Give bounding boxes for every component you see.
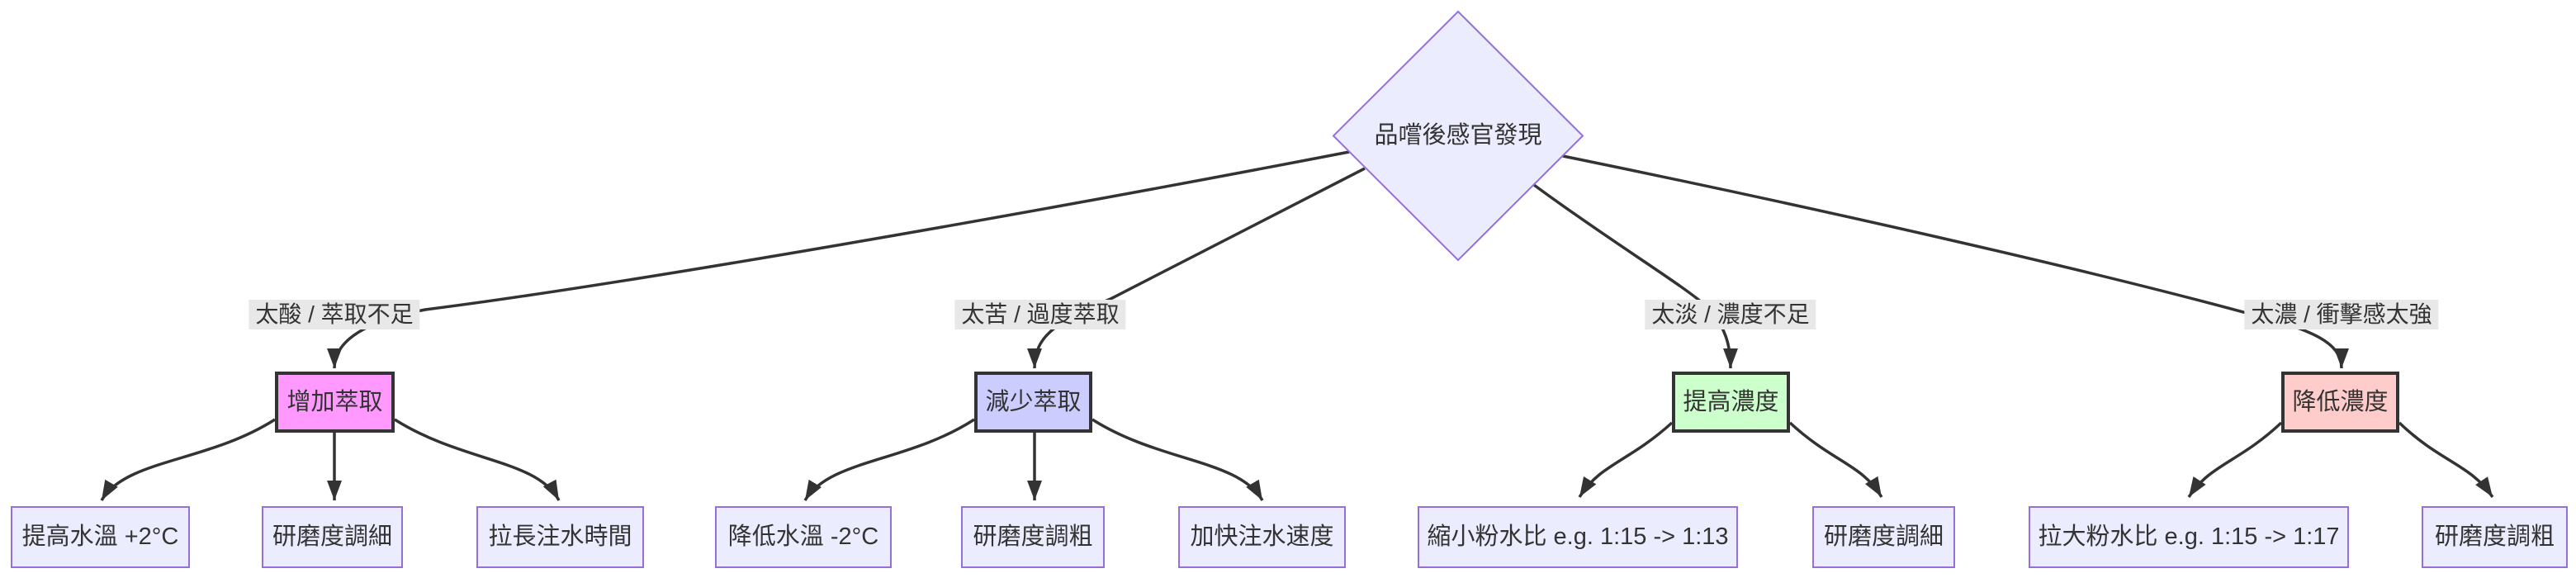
edge-root-to-action-3	[1532, 183, 1738, 369]
leaf-node-grind-finer-2: 研磨度調細	[1812, 506, 1955, 568]
edge-action-2-to-leaf-3	[1091, 418, 1264, 501]
leaf-node-grind-finer: 研磨度調細	[262, 506, 403, 568]
action-node-decrease-strength: 降低濃度	[2281, 372, 2399, 433]
leaf-node-raise-water-temp: 提高水溫 +2°C	[11, 506, 190, 568]
edge-action-4-to-leaf-1	[2187, 421, 2283, 498]
leaf-node-longer-pour-time: 拉長注水時間	[476, 506, 644, 568]
decision-diamond-shape	[1332, 10, 1584, 262]
edge-root-to-action-4	[1562, 154, 2349, 369]
leaf-node-grind-coarser-2: 研磨度調粗	[2422, 506, 2568, 568]
edge-action-3-to-leaf-1	[1578, 421, 1674, 498]
edge-root-to-action-2	[1027, 167, 1366, 369]
edge-action-2-to-leaf-1	[803, 418, 975, 501]
action-node-increase-extraction: 增加萃取	[275, 372, 395, 433]
action-node-reduce-extraction: 減少萃取	[974, 372, 1092, 433]
edge-action-3-to-leaf-2	[1788, 421, 1883, 498]
edge-root-to-action-1	[327, 150, 1350, 369]
decision-node: 品嚐後感官發現	[1333, 12, 1583, 260]
leaf-node-faster-pour-speed: 加快注水速度	[1178, 506, 1346, 568]
edge-action-1-to-leaf-1	[100, 418, 276, 501]
edge-label-too-strong: 太濃 / 衝擊感太強	[2244, 300, 2439, 330]
leaf-node-lower-water-temp: 降低水溫 -2°C	[715, 506, 892, 568]
edge-action-4-to-leaf-2	[2398, 421, 2494, 498]
leaf-node-smaller-brew-ratio: 縮小粉水比 e.g. 1:15 -> 1:13	[1418, 506, 1738, 568]
leaf-node-grind-coarser: 研磨度調粗	[961, 506, 1105, 568]
edge-label-too-sour: 太酸 / 萃取不足	[249, 300, 420, 330]
edge-label-too-bitter: 太苦 / 過度萃取	[954, 300, 1126, 330]
decision-node-label: 品嚐後感官發現	[1374, 122, 1542, 149]
edge-action-1-to-leaf-3	[394, 418, 561, 501]
action-node-increase-strength: 提高濃度	[1672, 372, 1790, 433]
leaf-node-larger-brew-ratio: 拉大粉水比 e.g. 1:15 -> 1:17	[2029, 506, 2349, 568]
edge-label-too-weak: 太淡 / 濃度不足	[1645, 300, 1816, 330]
